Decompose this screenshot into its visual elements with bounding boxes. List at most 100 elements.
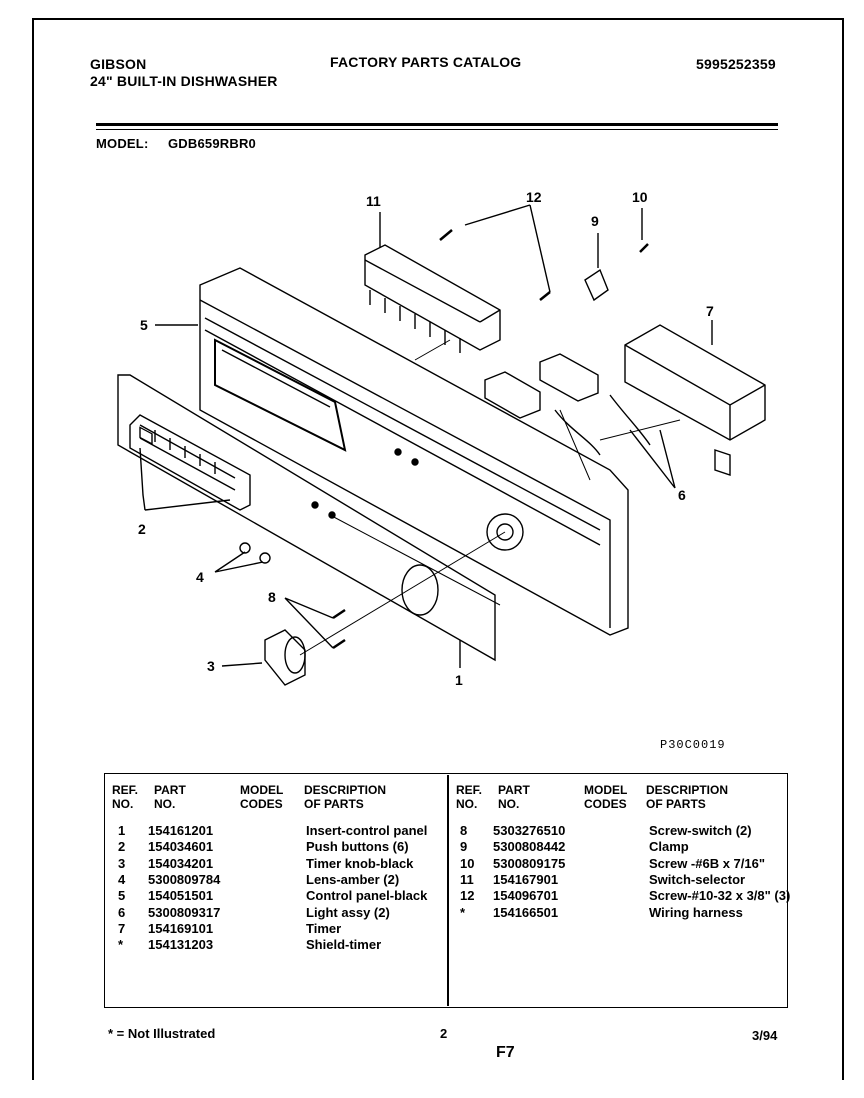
part-description: Wiring harness bbox=[649, 904, 743, 920]
table-row: 1 154161201 Insert-control panel bbox=[118, 823, 448, 839]
part-no: 154131203 bbox=[148, 937, 214, 953]
table-row: 4 5300809784 Lens-amber (2) bbox=[118, 872, 448, 888]
catalog-number: 5995252359 bbox=[696, 56, 776, 72]
page-number: 2 bbox=[440, 1026, 448, 1041]
part-description: Switch-selector bbox=[649, 871, 746, 887]
part-description: Screw -#6B x 7/16" bbox=[649, 855, 766, 871]
table-row: 8 5303276510 Screw-switch (2) bbox=[460, 823, 785, 839]
part-no: 154166501 bbox=[493, 904, 559, 920]
not-illustrated-note: * = Not Illustrated bbox=[108, 1026, 216, 1041]
part-description: Lens-amber (2) bbox=[306, 871, 400, 887]
table-row: 12 154096701 Screw-#10-32 x 3/8" (3) bbox=[460, 888, 790, 904]
ref-no: 9 bbox=[460, 839, 468, 855]
part-no: 154096701 bbox=[493, 888, 559, 904]
exploded-parts-diagram: 11 12 9 10 5 7 2 6 4 8 3 1 bbox=[117, 189, 766, 688]
product-name: 24" BUILT-IN DISHWASHER bbox=[90, 73, 278, 89]
part-no: 5300808442 bbox=[493, 839, 566, 855]
callout-11: 11 bbox=[366, 193, 381, 209]
callout-6: 6 bbox=[678, 487, 686, 503]
part-description: Light assy (2) bbox=[306, 904, 390, 920]
timer-knob-shape bbox=[264, 629, 306, 686]
col-header-part-left: PART NO. bbox=[154, 783, 186, 811]
part-no: 5300809175 bbox=[493, 855, 566, 871]
part-description: Screw-switch (2) bbox=[649, 823, 752, 838]
control-panel-shape bbox=[199, 267, 629, 636]
part-description: Insert-control panel bbox=[306, 823, 428, 838]
parts-table bbox=[104, 773, 788, 1008]
part-description: Push buttons (6) bbox=[306, 839, 409, 855]
light-assy-right bbox=[539, 353, 599, 402]
callout-1: 1 bbox=[455, 672, 463, 688]
part-description: Screw-#10-32 x 3/8" (3) bbox=[649, 888, 791, 904]
insert-panel-shape bbox=[117, 374, 496, 662]
col-header-part-right: PART NO. bbox=[498, 783, 530, 811]
ref-no: 4 bbox=[118, 871, 126, 887]
callout-2: 2 bbox=[138, 521, 146, 537]
part-no: 5300809784 bbox=[148, 871, 221, 887]
col-header-ref-left: REF. NO. bbox=[112, 783, 139, 811]
table-row: 5 154051501 Control panel-black bbox=[118, 888, 448, 904]
date: 3/94 bbox=[752, 1028, 778, 1043]
part-description: Control panel-black bbox=[306, 888, 428, 904]
part-no: 5300809317 bbox=[148, 904, 221, 920]
col-header-desc-right: DESCRIPTION OF PARTS bbox=[646, 783, 729, 811]
ref-no: 1 bbox=[118, 823, 126, 838]
header-rule-thick bbox=[96, 123, 778, 126]
callout-8: 8 bbox=[268, 589, 276, 605]
part-no: 5303276510 bbox=[493, 823, 566, 838]
part-no: 154034201 bbox=[148, 855, 214, 871]
callout-5: 5 bbox=[140, 317, 148, 333]
ref-no: * bbox=[460, 904, 466, 920]
part-description: Clamp bbox=[649, 839, 689, 855]
table-divider bbox=[447, 775, 449, 1006]
part-no: 154051501 bbox=[148, 888, 214, 904]
ref-no: 7 bbox=[118, 920, 126, 936]
callout-12: 12 bbox=[526, 189, 542, 205]
catalog-title: FACTORY PARTS CATALOG bbox=[330, 54, 522, 70]
selector-switch-shape bbox=[364, 244, 501, 351]
part-no: 154034601 bbox=[148, 839, 214, 855]
drawing-code: P30C0019 bbox=[660, 738, 726, 752]
callout-4: 4 bbox=[196, 569, 204, 585]
table-row: 11 154167901 Switch-selector bbox=[460, 872, 785, 888]
ref-no: 10 bbox=[460, 855, 475, 871]
col-header-desc-left: DESCRIPTION OF PARTS bbox=[304, 783, 387, 811]
timer-shape bbox=[624, 324, 766, 441]
ref-no: 8 bbox=[460, 823, 468, 838]
part-description: Shield-timer bbox=[306, 937, 382, 953]
table-row: 2 154034601 Push buttons (6) bbox=[118, 839, 448, 855]
brand-name: GIBSON bbox=[90, 56, 147, 72]
page-frame bbox=[32, 18, 844, 1080]
callout-9: 9 bbox=[591, 213, 599, 229]
col-header-model-left: MODEL CODES bbox=[240, 783, 284, 811]
table-row: 10 5300809175 Screw -#6B x 7/16" bbox=[460, 856, 785, 872]
col-header-ref-right: REF. NO. bbox=[456, 783, 483, 811]
ref-no: 2 bbox=[118, 839, 126, 855]
ref-no: 12 bbox=[460, 888, 475, 904]
table-row: 6 5300809317 Light assy (2) bbox=[118, 905, 448, 921]
part-no: 154161201 bbox=[148, 823, 214, 838]
ref-no: 6 bbox=[118, 904, 126, 920]
callout-7: 7 bbox=[706, 303, 714, 319]
ref-no: 11 bbox=[460, 871, 474, 887]
model-value: GDB659RBR0 bbox=[168, 136, 256, 151]
table-row: * 154166501 Wiring harness bbox=[460, 905, 785, 921]
ref-no: * bbox=[118, 937, 124, 953]
part-no: 154169101 bbox=[148, 920, 214, 936]
table-row: 7 154169101 Timer bbox=[118, 921, 448, 937]
part-description: Timer knob-black bbox=[306, 855, 414, 871]
light-assy-left bbox=[484, 371, 541, 419]
header-rule-thin bbox=[96, 129, 778, 130]
figure-id: F7 bbox=[496, 1044, 515, 1061]
ref-no: 5 bbox=[118, 888, 126, 904]
part-description: Timer bbox=[306, 920, 342, 936]
col-header-model-right: MODEL CODES bbox=[584, 783, 628, 811]
callout-3: 3 bbox=[207, 658, 215, 674]
table-row: 9 5300808442 Clamp bbox=[460, 839, 785, 855]
table-row: * 154131203 Shield-timer bbox=[118, 937, 448, 953]
ref-no: 3 bbox=[118, 855, 126, 871]
part-no: 154167901 bbox=[493, 871, 559, 887]
callout-10: 10 bbox=[632, 189, 648, 205]
model-label: MODEL: bbox=[96, 136, 149, 151]
table-row: 3 154034201 Timer knob-black bbox=[118, 856, 448, 872]
